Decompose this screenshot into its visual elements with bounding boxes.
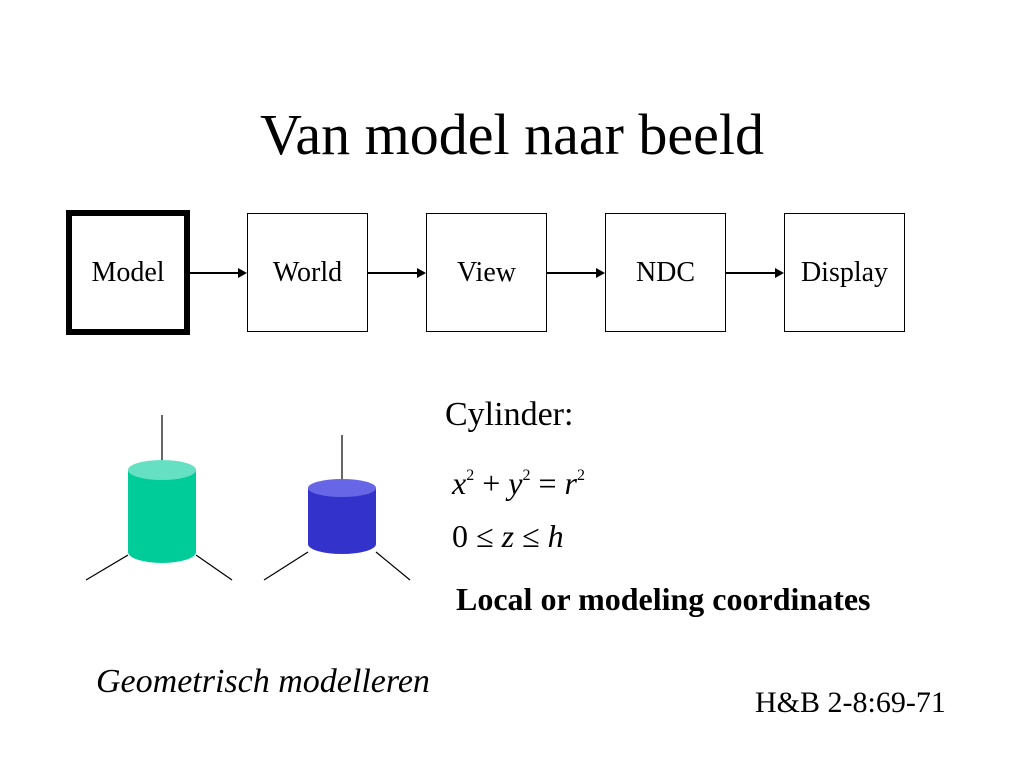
arrow-view-to-ndc — [547, 266, 605, 280]
stage-display-box: Display — [784, 213, 905, 332]
subtitle-caption: Geometrisch modelleren — [96, 663, 430, 700]
exp-r: 2 — [576, 467, 585, 484]
arrow-model-to-world — [190, 266, 247, 280]
blue-cylinder — [263, 435, 411, 581]
cylinder-equation-height: 0 ≤ z ≤ h — [452, 516, 564, 556]
stage-model-box: Model — [66, 210, 190, 335]
cylinder-equation-radius: x2 + y2 = r2 — [452, 456, 585, 503]
stage-world-box: World — [247, 213, 368, 332]
var-x: x — [452, 465, 467, 501]
exp-x: 2 — [466, 467, 475, 484]
le-sign-1: ≤ — [476, 518, 494, 554]
stage-view-box: View — [426, 213, 547, 332]
le-sign-2: ≤ — [522, 518, 540, 554]
green-cylinder — [85, 415, 233, 581]
reference-caption: H&B 2-8:69-71 — [755, 686, 946, 719]
var-r: r — [564, 465, 577, 501]
arrow-ndc-to-display — [726, 266, 784, 280]
plus-sign: + — [482, 465, 501, 501]
var-z: z — [501, 518, 515, 554]
zero: 0 — [452, 518, 468, 554]
var-y: y — [508, 465, 523, 501]
slide-title: Van model naar beeld — [259, 102, 765, 167]
cylinder-label: Cylinder: — [445, 396, 574, 433]
equals-sign: = — [538, 465, 557, 501]
exp-y: 2 — [522, 467, 531, 484]
var-h: h — [547, 518, 564, 554]
arrow-world-to-view — [368, 266, 426, 280]
stage-ndc-box: NDC — [605, 213, 726, 332]
coordinates-caption: Local or modeling coordinates — [456, 581, 871, 617]
